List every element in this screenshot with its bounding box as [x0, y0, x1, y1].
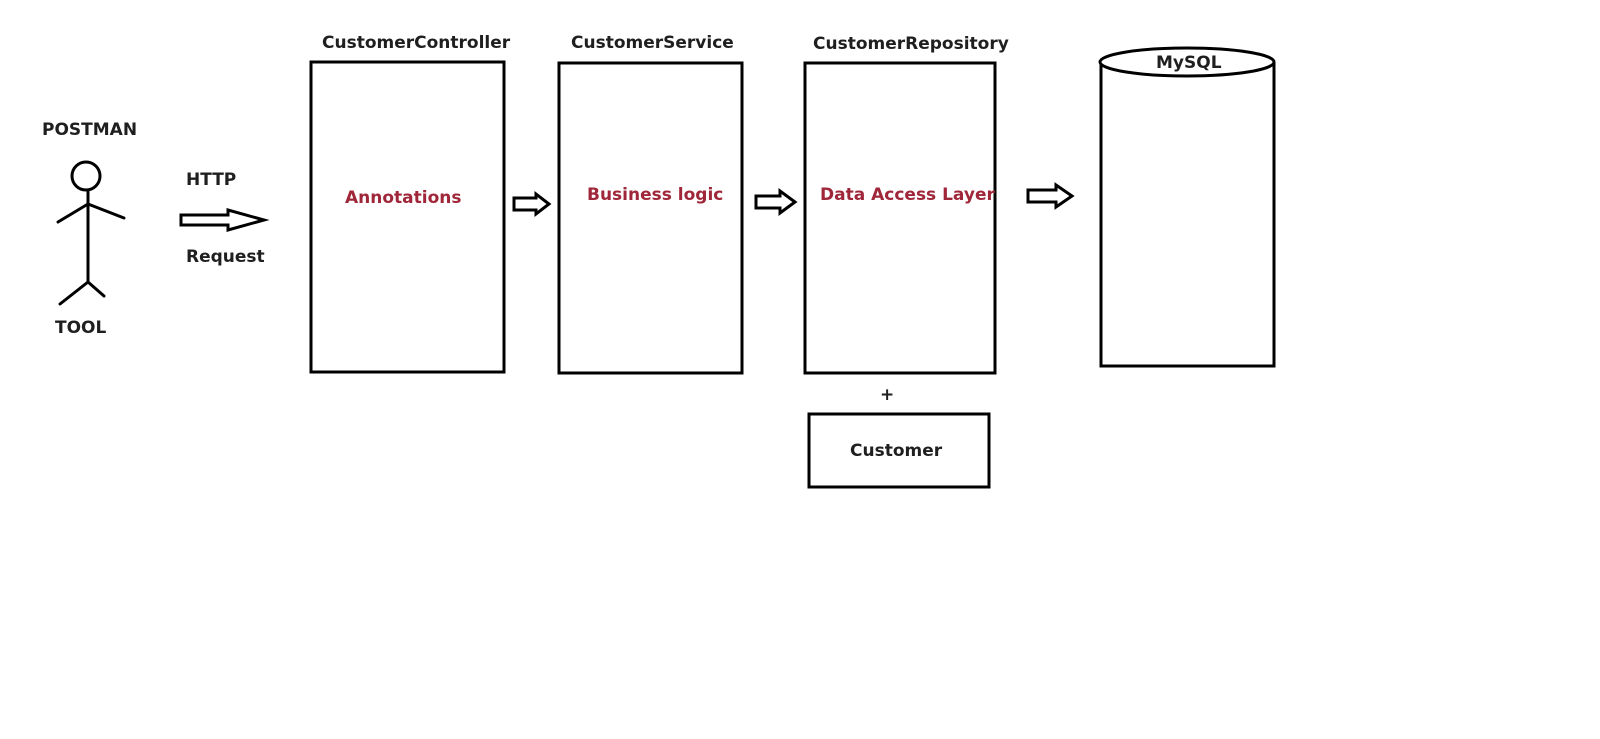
- stick-figure-right-leg: [86, 280, 106, 298]
- stick-figure-left-arm: [56, 202, 90, 224]
- actor-top-label: POSTMAN: [42, 120, 138, 140]
- controller-title: CustomerController: [322, 33, 511, 53]
- request-arrow-icon: [179, 208, 270, 232]
- plus-sign: +: [880, 385, 895, 405]
- service-box: [557, 61, 744, 375]
- customer-entity-box: [807, 412, 991, 489]
- repository-box: [803, 61, 997, 375]
- repository-title: CustomerRepository: [813, 34, 1009, 54]
- repository-to-database-arrow-icon: [1026, 182, 1075, 210]
- stick-figure-left-leg: [58, 280, 90, 306]
- request-top-label: HTTP: [186, 170, 237, 190]
- database-body: [1099, 62, 1276, 368]
- controller-to-service-arrow-icon: [512, 190, 552, 218]
- database-top: [1098, 46, 1276, 78]
- stick-figure-right-arm: [86, 202, 126, 220]
- database-label: MySQL: [1156, 53, 1222, 73]
- actor-bottom-label: TOOL: [55, 318, 107, 338]
- stick-figure-head: [70, 160, 102, 192]
- stick-figure-icon: [56, 160, 126, 306]
- service-to-repository-arrow-icon: [754, 188, 798, 216]
- database-cylinder-icon: [1098, 46, 1276, 368]
- service-title: CustomerService: [571, 33, 734, 53]
- service-content: Business logic: [587, 185, 724, 205]
- controller-box: [309, 60, 506, 374]
- repository-content: Data Access Layer: [820, 185, 995, 205]
- controller-content: Annotations: [345, 188, 462, 208]
- customer-entity-label: Customer: [850, 441, 943, 461]
- request-bottom-label: Request: [186, 247, 265, 267]
